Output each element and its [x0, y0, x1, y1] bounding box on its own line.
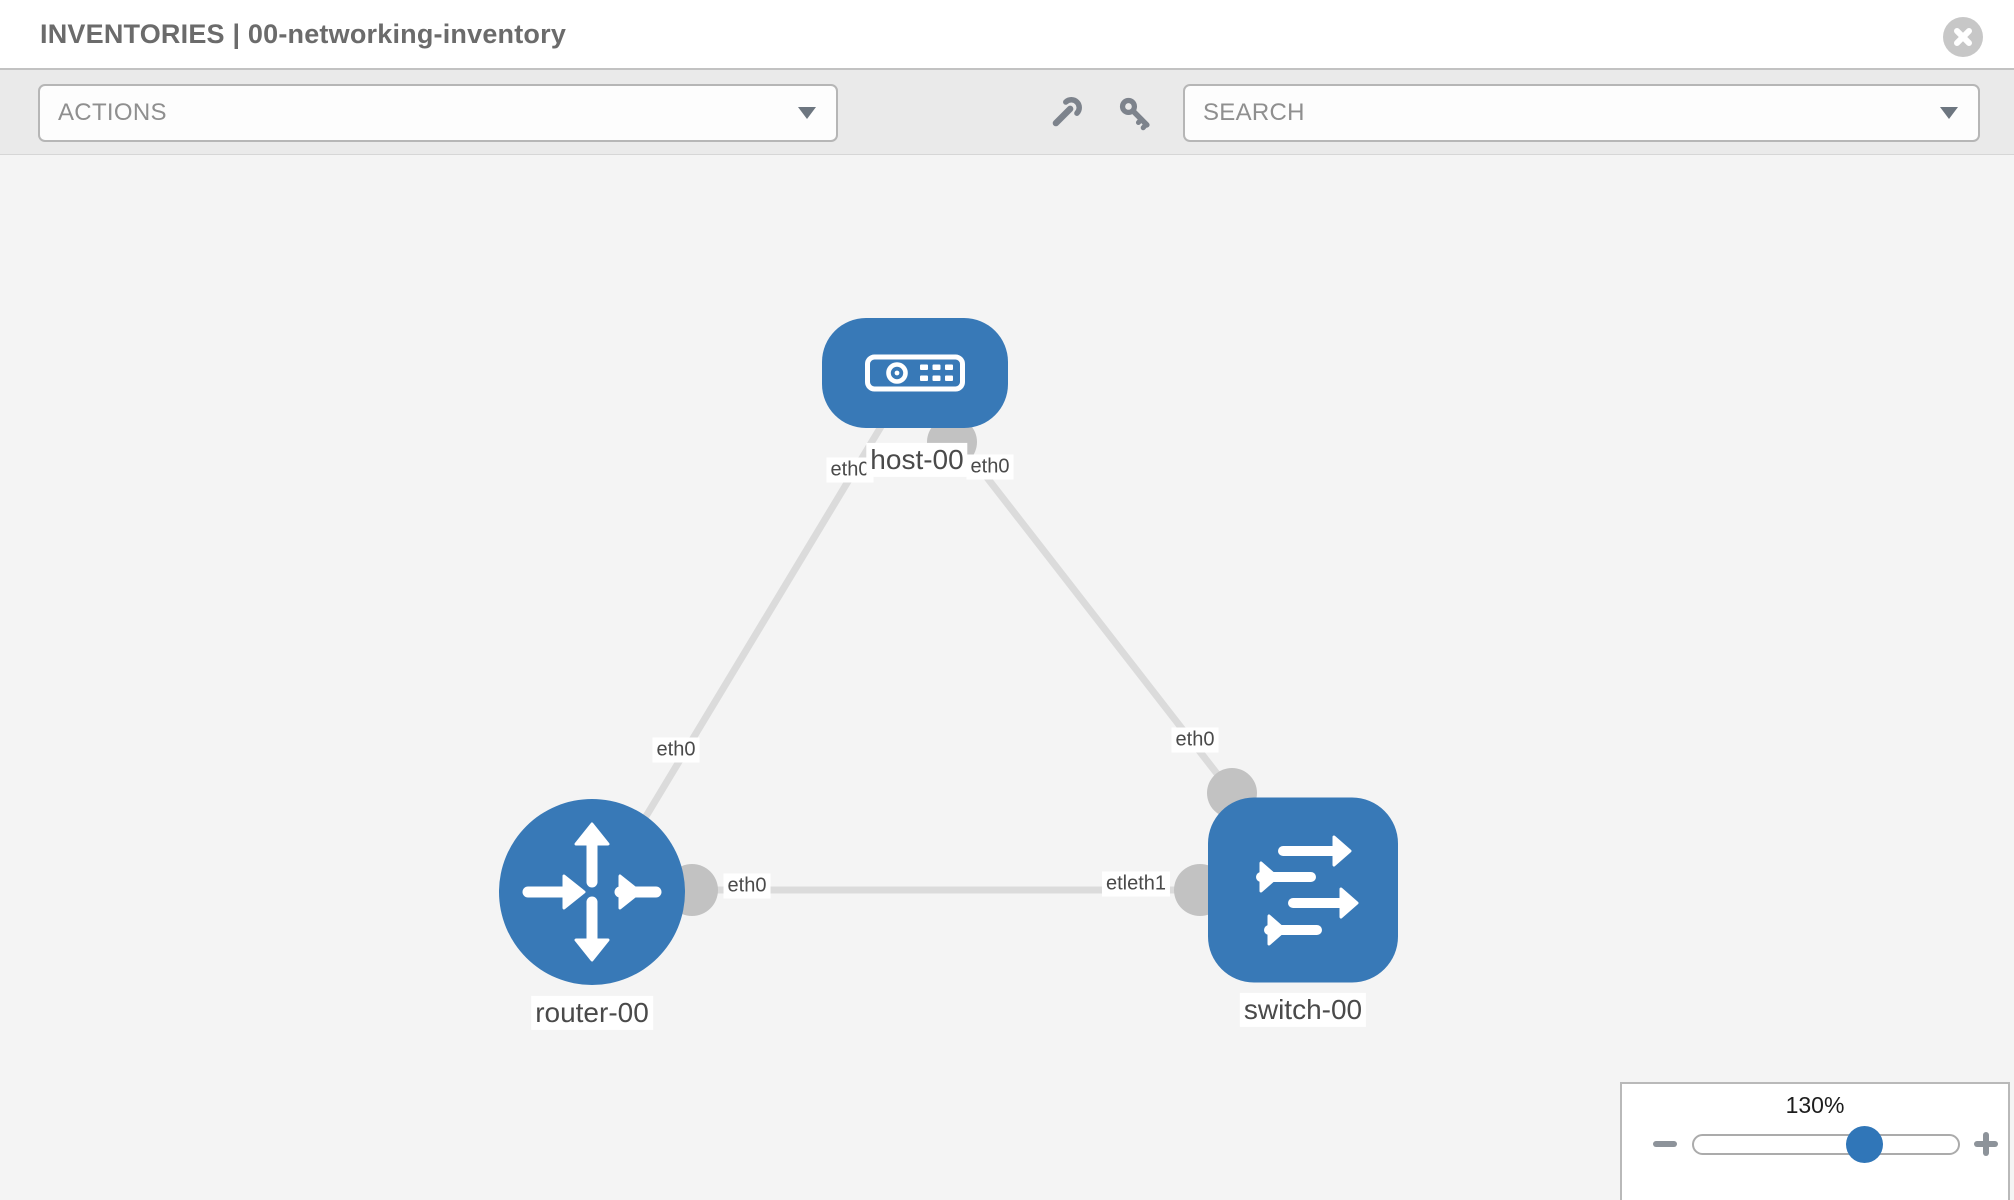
node-label-host-00: host-00 [866, 442, 968, 478]
host-icon [865, 354, 965, 392]
key-button[interactable] [1112, 91, 1158, 137]
chevron-down-icon [1940, 107, 1958, 119]
search-placeholder: SEARCH [1203, 99, 1305, 126]
node-switch-00[interactable] [1208, 797, 1398, 983]
node-router-00[interactable] [499, 799, 685, 985]
interface-label: eth0 [1171, 727, 1219, 753]
topology-svg [499, 318, 1398, 985]
tools-button[interactable] [1043, 91, 1089, 137]
wrench-icon [1047, 94, 1085, 135]
zoom-slider-track[interactable] [1692, 1126, 1960, 1163]
search-dropdown[interactable]: SEARCH [1183, 84, 1980, 142]
interface-label: eth0 [723, 873, 771, 899]
zoom-percent-label: 130% [1785, 1092, 1845, 1118]
zoom-out-button[interactable] [1653, 1141, 1677, 1147]
page-header: INVENTORIES | 00-networking-inventory [0, 0, 2014, 68]
actions-dropdown-label: ACTIONS [58, 99, 167, 126]
zoom-in-button[interactable] [1974, 1132, 1998, 1156]
zoom-panel: 130% [1620, 1082, 2010, 1200]
close-button[interactable] [1943, 17, 1983, 57]
close-icon [1943, 28, 1983, 61]
switch-icon [1256, 835, 1359, 946]
interface-label: eth0 [652, 737, 700, 763]
chevron-down-icon [798, 107, 816, 119]
key-icon [1116, 94, 1154, 135]
actions-dropdown[interactable]: ACTIONS [38, 84, 838, 142]
interface-label: eth0 [966, 454, 1014, 480]
node-label-router-00: router-00 [531, 995, 653, 1031]
router-icon [522, 822, 662, 962]
interface-label: eth0 [826, 457, 874, 483]
topology-canvas[interactable]: eth0 eth0 eth0 eth0 eth0 etleth1 host-00 router… [0, 155, 2014, 1200]
page-title: INVENTORIES | 00-networking-inventory [40, 19, 567, 49]
node-host-00[interactable] [822, 318, 1008, 428]
node-label-switch-00: switch-00 [1239, 992, 1367, 1028]
interface-label: etleth1 [1101, 871, 1171, 897]
toolbar: ACTIONS SEARCH [0, 68, 2014, 155]
zoom-slider-handle[interactable] [1846, 1126, 1884, 1163]
